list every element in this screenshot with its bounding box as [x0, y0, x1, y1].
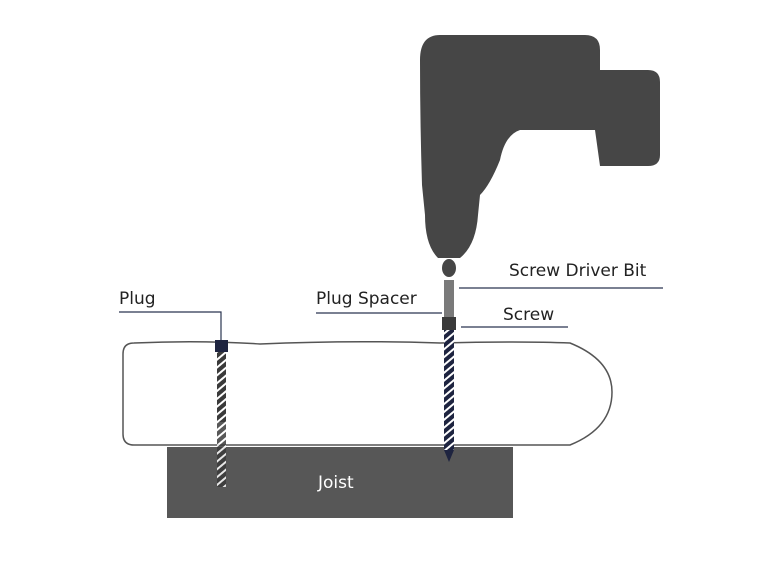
plug-label: Plug	[119, 289, 156, 309]
screw-driver-bit	[444, 280, 454, 317]
screw-label: Screw	[503, 305, 555, 325]
drill	[420, 35, 660, 277]
plug	[215, 340, 228, 352]
plugged-screw	[215, 340, 228, 487]
joist-label: Joist	[318, 473, 354, 493]
screw	[442, 280, 456, 462]
screw-driver-bit-label: Screw Driver Bit	[509, 261, 647, 281]
plug-leader	[119, 311, 222, 340]
deck-board	[122, 340, 613, 446]
plug-spacer-label: Plug Spacer	[316, 289, 417, 309]
plug-spacer	[442, 317, 456, 330]
